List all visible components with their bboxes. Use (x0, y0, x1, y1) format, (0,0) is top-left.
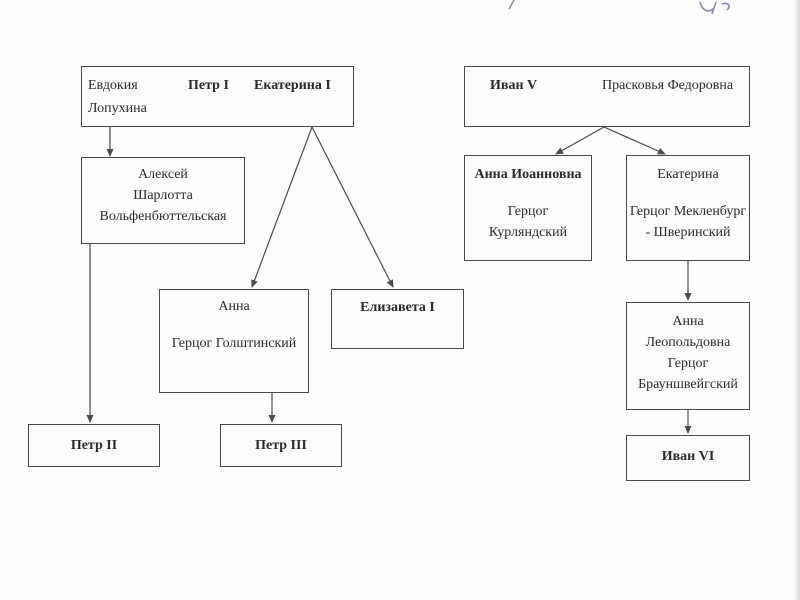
node-ekaterina-ivanovna: Екатерина Герцог Мекленбург - Шверинский (626, 155, 750, 261)
link-catherine-elizabeth (311, 126, 394, 288)
spouse-anna-ioannovna-title: Курляндский (488, 225, 568, 240)
name-ekaterina: Екатерина (657, 167, 719, 182)
spouse-anna-leopoldovna: Герцог (667, 356, 709, 371)
name-alexei: Алексей (138, 167, 188, 182)
node-peter3: Петр III (220, 424, 342, 467)
name-charlotte-title: Вольфенбюттельская (99, 209, 227, 224)
spouse-anna-ioannovna: Герцог (507, 204, 549, 219)
name-catherine1: Екатерина I (254, 78, 331, 93)
handwritten-marks (508, 0, 730, 15)
link-catherine-anna (251, 126, 313, 288)
node-anna-ioannovna: Анна Иоанновна Герцог Курляндский (464, 155, 592, 261)
name-evdokiya: Евдокия (88, 78, 138, 93)
node-peter2: Петр II (28, 424, 160, 467)
name-anna-petrovna: Анна (218, 299, 250, 314)
node-peter1-family: Евдокия Лопухина Петр I Екатерина I (81, 66, 354, 127)
node-ivan5-family: Иван V Прасковья Федоровна (464, 66, 750, 127)
name-anna-leopoldovna-patronymic: Леопольдовна (645, 335, 731, 350)
name-ivan6: Иван VI (661, 449, 715, 464)
link-ivan5-ekaterina (603, 126, 666, 155)
name-peter3: Петр III (255, 438, 307, 453)
name-charlotte: Шарлотта (133, 188, 193, 203)
node-elizabeth1: Елизавета I (331, 289, 464, 349)
spouse-ekaterina: Герцог Мекленбург (629, 204, 747, 219)
node-ivan6: Иван VI (626, 435, 750, 481)
spouse-anna-petrovna: Герцог Голштинский (171, 336, 297, 351)
node-anna-leopoldovna: Анна Леопольдовна Герцог Брауншвейгский (626, 302, 750, 410)
link-ivan5-anna-ioannovna (555, 126, 605, 155)
scan-edge-shadow (794, 0, 800, 600)
name-evdokiya-surname: Лопухина (88, 101, 147, 116)
spouse-ekaterina-title: - Шверинский (645, 225, 731, 240)
name-anna-ioannovna: Анна Иоанновна (474, 167, 582, 182)
name-ivan5: Иван V (490, 78, 538, 93)
node-alexei: Алексей Шарлотта Вольфенбюттельская (81, 157, 245, 244)
node-anna-petrovna: Анна Герцог Голштинский (159, 289, 309, 393)
name-elizabeth1: Елизавета I (360, 300, 435, 315)
spouse-anna-leopoldovna-title: Брауншвейгский (638, 377, 738, 392)
name-peter2: Петр II (70, 438, 118, 453)
name-praskovya: Прасковья Федоровна (602, 78, 734, 93)
name-anna-leopoldovna: Анна (672, 314, 704, 329)
name-peter1: Петр I (188, 78, 229, 93)
